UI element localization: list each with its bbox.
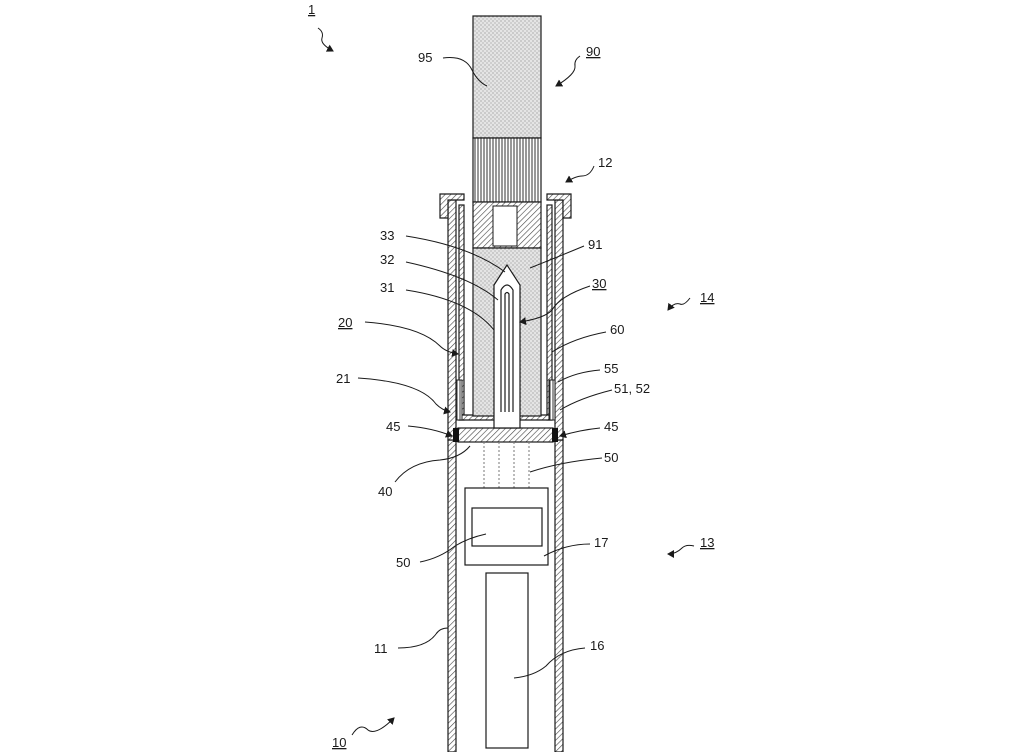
label-14: 14 [700, 290, 714, 305]
battery [485, 572, 529, 749]
label-33: 33 [380, 228, 394, 243]
label-50-upper: 50 [604, 450, 618, 465]
label-55: 55 [604, 361, 618, 376]
label-40: 40 [378, 484, 392, 499]
reference-labels: 1 95 90 12 33 91 32 30 14 31 60 20 55 21… [308, 2, 714, 750]
label-16: 16 [590, 638, 604, 653]
label-91: 91 [588, 237, 602, 252]
label-1: 1 [308, 2, 315, 17]
label-13: 13 [700, 535, 714, 550]
label-45-right: 45 [604, 419, 618, 434]
label-32: 32 [380, 252, 394, 267]
label-20: 20 [338, 315, 352, 330]
leader-lines [317, 27, 695, 736]
controller [464, 487, 549, 566]
label-21: 21 [336, 371, 350, 386]
label-95: 95 [418, 50, 432, 65]
label-50-lower: 50 [396, 555, 410, 570]
base-plate [453, 427, 558, 443]
label-60: 60 [610, 322, 624, 337]
label-31: 31 [380, 280, 394, 295]
label-10: 10 [332, 735, 346, 750]
outer-housing [439, 193, 572, 752]
label-11: 11 [374, 641, 388, 656]
label-51-52: 51, 52 [614, 381, 650, 396]
label-17: 17 [594, 535, 608, 550]
electrical-leads [483, 442, 530, 488]
label-45-left: 45 [386, 419, 400, 434]
label-90: 90 [586, 44, 600, 59]
insulation-bands [455, 379, 556, 421]
heater-blade [493, 263, 521, 429]
label-12: 12 [598, 155, 612, 170]
label-30: 30 [592, 276, 606, 291]
